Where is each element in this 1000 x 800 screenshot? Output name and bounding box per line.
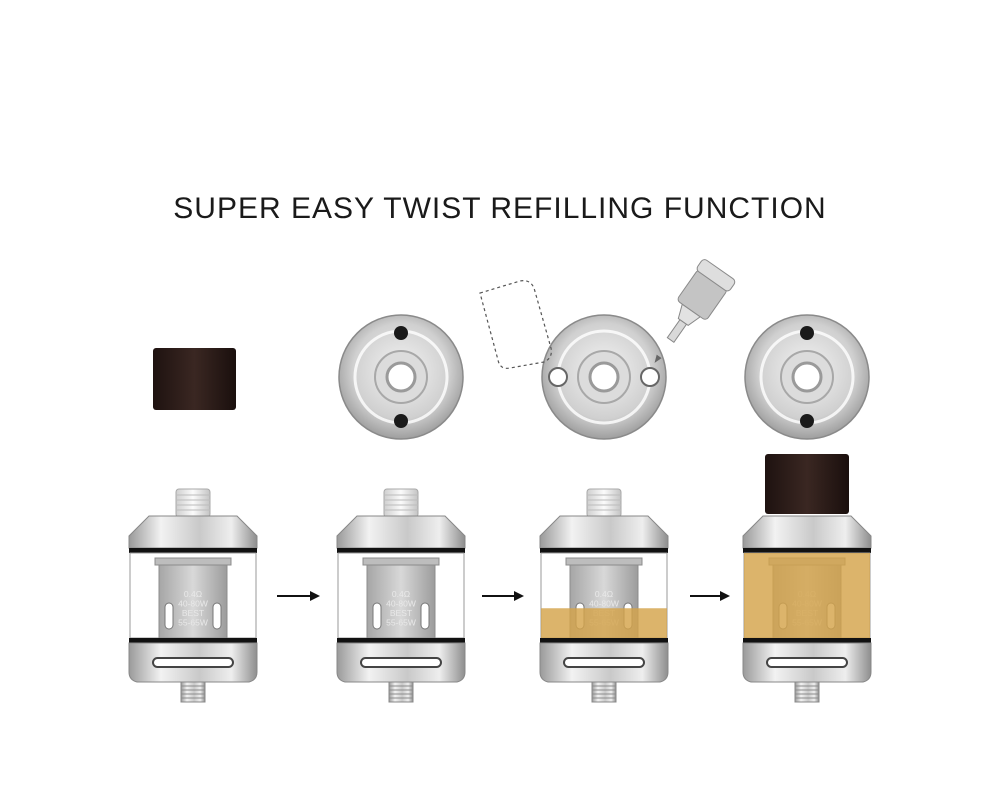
coil-label: 0.4Ω [392, 589, 410, 599]
coil-label: BEST [390, 608, 412, 618]
fill-hole [640, 367, 660, 387]
510-connector [794, 681, 820, 703]
top-view-disc [338, 314, 464, 440]
finger-outline [479, 280, 552, 369]
fill-hole [548, 367, 568, 387]
airflow-slot [766, 657, 848, 668]
dropper-bottle-icon [654, 259, 736, 363]
airflow-slot [360, 657, 442, 668]
page-title: SUPER EASY TWIST REFILLING FUNCTION [173, 192, 827, 225]
top-cap [765, 454, 849, 514]
e-liquid [744, 553, 870, 638]
fill-hole [394, 326, 408, 340]
coil-label: 0.4Ω [595, 589, 613, 599]
drip-tip [383, 488, 419, 518]
coil-label: 55-65W [386, 618, 416, 628]
coil-label: 40-80W [178, 599, 208, 609]
arrow-icon [690, 591, 730, 601]
airflow-slot [152, 657, 234, 668]
510-connector [388, 681, 414, 703]
510-connector [591, 681, 617, 703]
coil-label: 40-80W [589, 599, 619, 609]
arrow-icon [277, 591, 320, 601]
top-view-disc [744, 314, 870, 440]
fill-hole [800, 414, 814, 428]
coil-label: 0.4Ω [184, 589, 202, 599]
drip-tip [586, 488, 622, 518]
coil-label: BEST [182, 608, 204, 618]
arrow-icon [482, 591, 524, 601]
coil-label: 55-65W [178, 618, 208, 628]
fill-hole [394, 414, 408, 428]
top-view-disc [541, 314, 667, 440]
fill-hole [800, 326, 814, 340]
top-cap [153, 348, 236, 410]
e-liquid [541, 608, 667, 638]
drip-tip [175, 488, 211, 518]
coil-label: 40-80W [386, 599, 416, 609]
airflow-slot [563, 657, 645, 668]
510-connector [180, 681, 206, 703]
